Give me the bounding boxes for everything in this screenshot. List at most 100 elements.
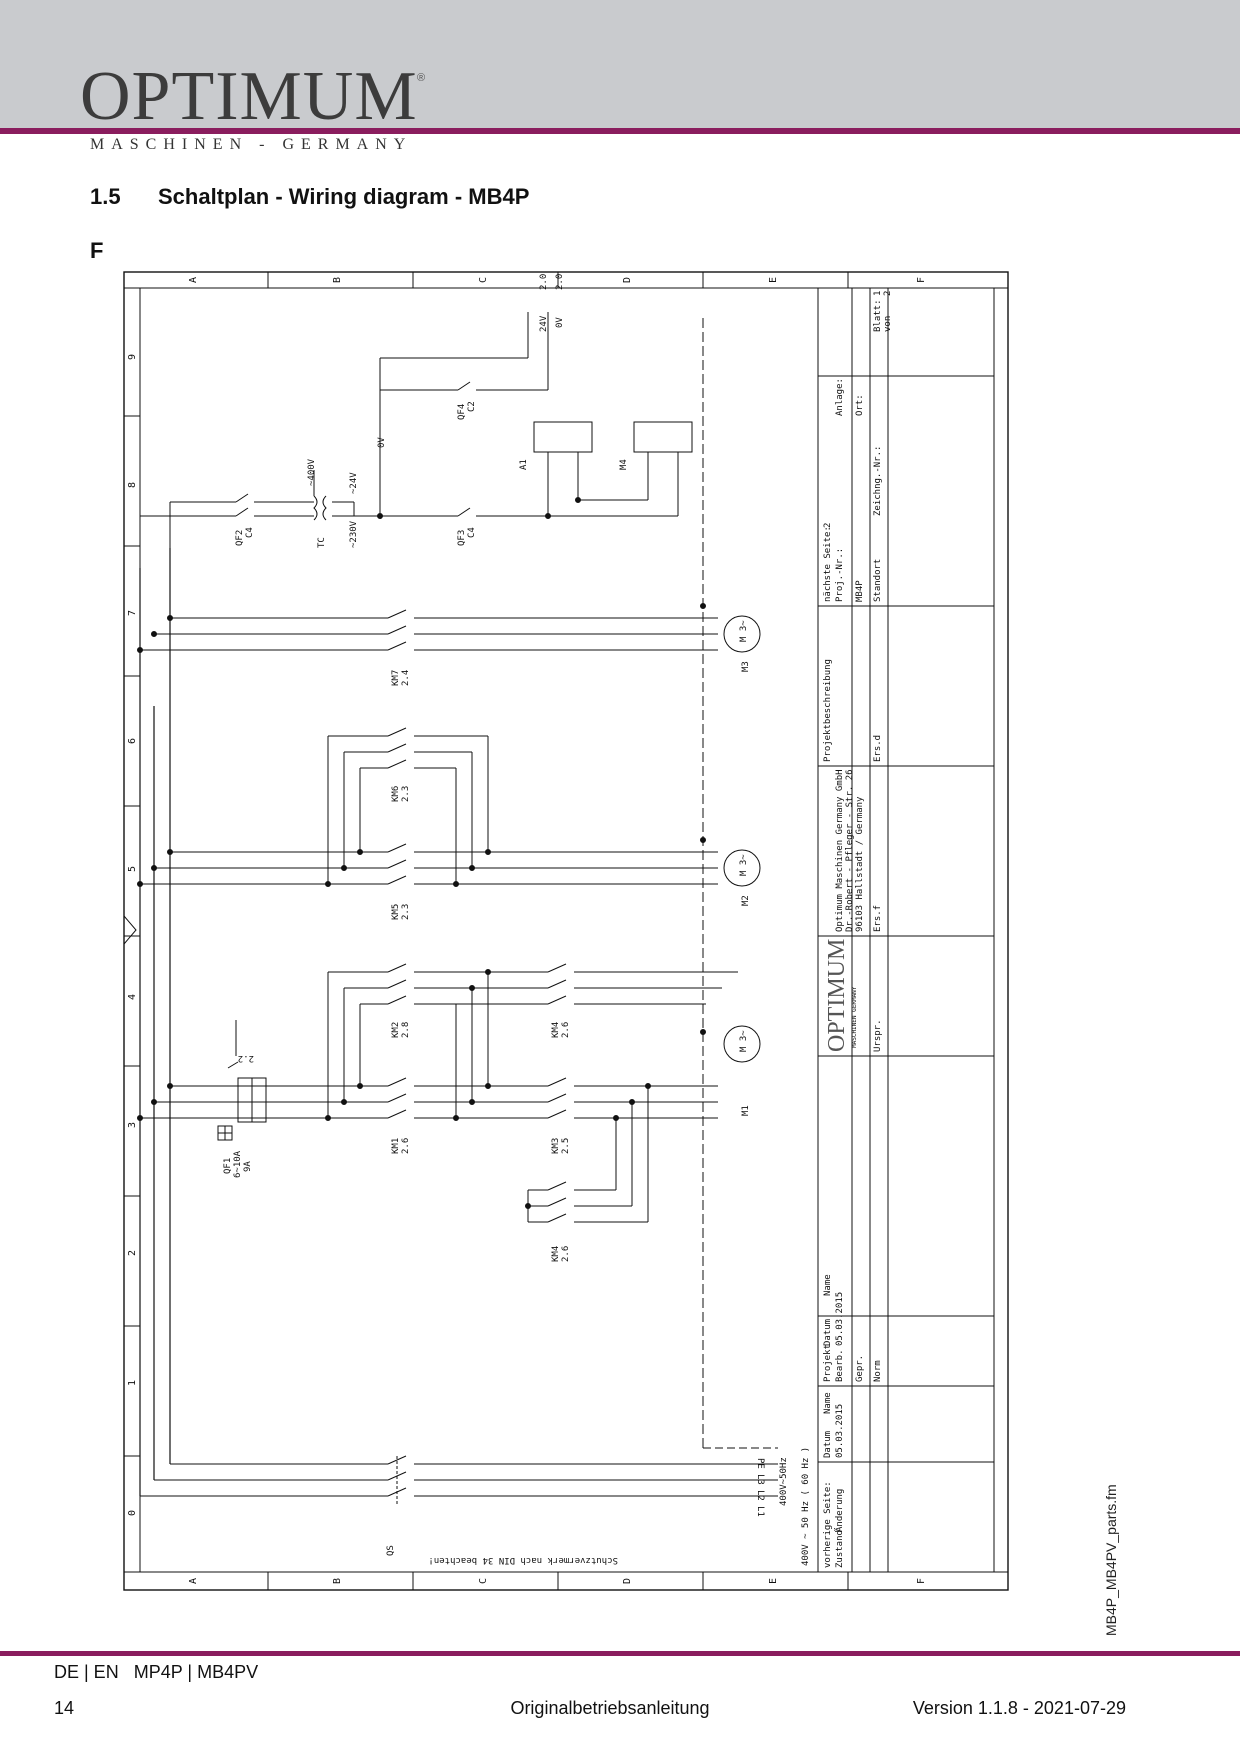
row-label: 4 — [127, 994, 138, 1000]
tb-project: Projekt — [823, 1344, 833, 1382]
footer-languages: DE | EN — [54, 1662, 119, 1682]
qf1-breaker — [217, 1020, 267, 1141]
row-label: 1 — [127, 1380, 138, 1386]
m3-label: M3 — [741, 661, 751, 672]
tb-prev-page: vorherige Seite: — [823, 1481, 833, 1568]
col-label: F — [916, 277, 927, 283]
col-label: E — [768, 277, 779, 283]
qf1-label: QF1 — [223, 1158, 233, 1174]
row-label: 0 — [127, 1510, 138, 1516]
km1-ref: 2.6 — [401, 1138, 411, 1154]
m3-type: M 3~ — [739, 620, 749, 642]
tb-company-2: Dr.-Robert - Pfleger - Str. 26 — [845, 769, 855, 932]
km7-ref: 2.4 — [401, 670, 411, 686]
footer-version: Version 1.1.8 - 2021-07-29 — [912, 1698, 1126, 1718]
row-dividers — [124, 415, 140, 1457]
km7-label: KM7 — [391, 670, 401, 686]
tb-name-1: Name — [823, 1392, 833, 1414]
tb-ers-f: Ers.f — [873, 905, 883, 932]
m3-circuit — [137, 603, 761, 653]
tc-sec-1: ~24V — [349, 472, 359, 494]
brand-subtitle: MASCHINEN - GERMANY — [90, 136, 413, 153]
col-label: C — [478, 1578, 489, 1584]
tb-location: Standort — [873, 559, 883, 602]
side-filename: MB4P_MB4PV_parts.fm — [1103, 1484, 1119, 1636]
km4-label: KM4 — [551, 1022, 561, 1038]
header-band — [0, 0, 1240, 128]
tb-logo: OPTIMUM — [824, 939, 850, 1052]
out-0v: 0V — [555, 317, 565, 328]
supply-voltage-alt: 400V ~ 50 Hz ( 60 Hz ) — [801, 1447, 811, 1566]
fold-mark — [123, 915, 137, 945]
km4-ref: 2.6 — [561, 1022, 571, 1038]
col-label: A — [188, 1578, 199, 1584]
module-m4: M4 — [619, 459, 629, 470]
brand-logo: OPTIMUM — [80, 58, 418, 135]
phase-pe: PE — [755, 1458, 765, 1469]
m2-circuit — [137, 727, 761, 887]
tb-place: Ort: — [855, 394, 865, 416]
row-label: 2 — [127, 1250, 138, 1256]
sheet-letter: F — [90, 238, 104, 263]
col-label: C — [478, 277, 489, 283]
qf3-label: QF3 — [457, 530, 467, 546]
km4-ref-2: 2.6 — [561, 1246, 571, 1262]
km3-ref: 2.5 — [561, 1138, 571, 1154]
footer-rule — [0, 1651, 1240, 1656]
col-label: B — [332, 1578, 343, 1584]
supply-lines — [140, 1447, 778, 1497]
footer-lang-models: DE | EN MP4P | MB4PV — [54, 1662, 258, 1683]
qf2-rating: C4 — [245, 527, 255, 538]
km2-ref: 2.8 — [401, 1022, 411, 1038]
control-circuit — [139, 312, 693, 568]
tb-project-desc: Projektbeschreibung — [823, 659, 833, 762]
tc-label: TC — [317, 537, 327, 548]
tb-norm: Norm — [873, 1360, 883, 1382]
col-label: B — [332, 277, 343, 283]
tb-drawing-nr: Zeichng.-Nr.: — [873, 446, 883, 516]
km5-label: KM5 — [391, 904, 401, 920]
qf1-setting: 9A — [243, 1161, 253, 1172]
row-label: 5 — [127, 866, 138, 872]
phase-l3: L3 — [755, 1474, 765, 1485]
tb-date-val-1: 05.03.2015 — [835, 1404, 845, 1458]
tb-date-val-2: 05.03.2015 — [835, 1292, 845, 1346]
tb-edited: Bearb. — [835, 1349, 845, 1382]
tb-date-1: Datum — [823, 1431, 833, 1458]
header-rule — [0, 128, 1240, 134]
out-0v-ref: 2.0 — [555, 274, 565, 290]
tb-status: Zustand — [835, 1530, 845, 1568]
m1-type: M 3~ — [739, 1030, 749, 1052]
col-label: A — [188, 277, 199, 283]
tb-urspr: Urspr. — [873, 1019, 883, 1052]
row-label: 9 — [127, 354, 138, 360]
tc-sec-2: ~230V — [349, 520, 359, 548]
m1-label: M1 — [741, 1105, 751, 1116]
tb-logo-sub: MASCHINEN GERMANY — [851, 986, 858, 1048]
row-label: 8 — [127, 482, 138, 488]
tb-ers-d: Ers.d — [873, 735, 883, 762]
out-24v: 24V — [539, 315, 549, 332]
footer-page-number: 14 — [54, 1698, 75, 1718]
registered-mark: ® — [417, 72, 426, 84]
protection-note: Schutzvermerk nach DIN 34 beachten! — [428, 1555, 618, 1565]
tb-checked: Gepr. — [855, 1355, 865, 1382]
main-switch-qs — [387, 1455, 407, 1506]
m2-label: M2 — [741, 895, 751, 906]
phase-l1: L1 — [755, 1506, 765, 1517]
tc-primary: ~400V — [307, 458, 317, 486]
busbars — [139, 548, 171, 1496]
module-a1: A1 — [519, 459, 529, 470]
diagram-inner-frame — [139, 287, 995, 1573]
km4-label-2: KM4 — [551, 1246, 561, 1262]
tb-company-1: Optimum Maschinen Germany GmbH — [835, 769, 845, 932]
supply-voltage: 400V~50Hz — [779, 1457, 789, 1506]
diagram-outer-frame — [123, 271, 1009, 1591]
tb-next-page: nächste Seite: — [823, 526, 833, 602]
tc-zero: 0V — [377, 437, 387, 448]
tb-of: von — [883, 316, 893, 332]
tb-proj-nr-val: MB4P — [855, 580, 865, 602]
tb-of-val: 2 — [883, 291, 893, 296]
tb-next-page-val: 2 — [823, 523, 833, 528]
col-label: D — [622, 1578, 633, 1584]
